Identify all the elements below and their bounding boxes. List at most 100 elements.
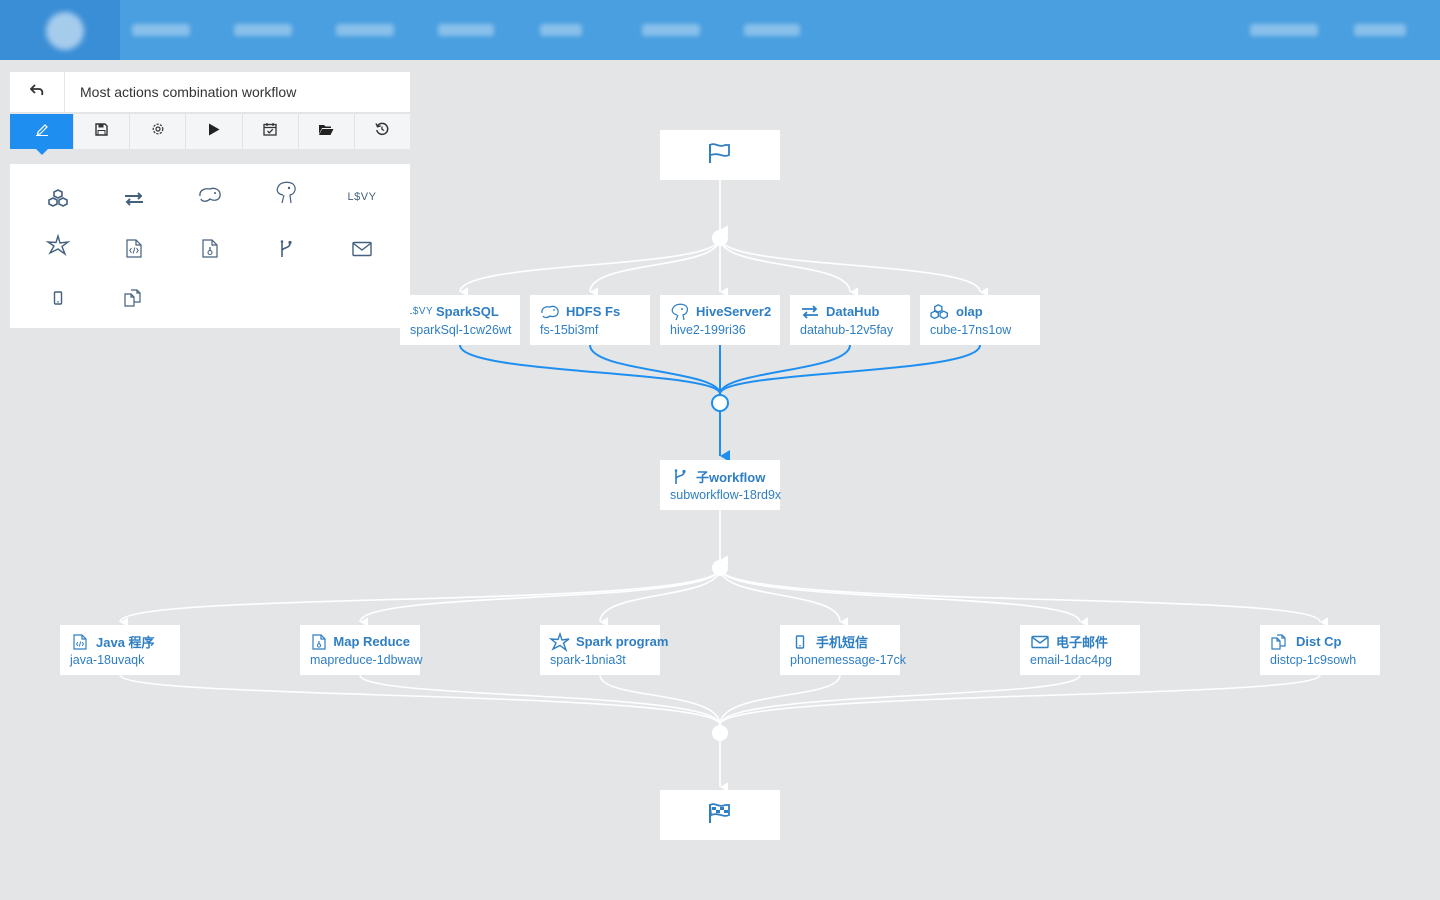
fork-node-2[interactable] <box>712 560 728 576</box>
node-title: HDFS Fs <box>566 304 621 319</box>
join-node-1[interactable] <box>711 394 729 412</box>
palette-item-sparksql[interactable]: L$VY <box>347 182 377 212</box>
palette-item-distcp[interactable] <box>119 285 149 315</box>
nav-item-1[interactable] <box>132 24 190 36</box>
node-id: cube-17ns1ow <box>930 323 1012 337</box>
node-title: Java 程序 <box>96 635 155 650</box>
node-title: 电子邮件 <box>1056 635 1109 650</box>
join-node-2[interactable] <box>712 725 728 741</box>
action-node-subworkflow[interactable]: 子workflow subworkflow-18rd9x <box>660 460 781 510</box>
action-node-java[interactable]: Java 程序 java-18uvaqk <box>60 625 180 675</box>
node-title: Spark program <box>576 634 669 649</box>
node-title: olap <box>956 304 983 319</box>
calendar-check-icon <box>263 122 277 141</box>
pencil-icon <box>35 122 49 141</box>
folder-open-icon <box>318 123 334 141</box>
edge-mapreduce-join2 <box>359 674 721 726</box>
settings-button[interactable] <box>130 114 187 149</box>
action-node-olap[interactable]: olap cube-17ns1ow <box>920 295 1040 345</box>
action-node-spark[interactable]: Spark program spark-1bnia3t <box>540 625 668 675</box>
copy-icon <box>1270 633 1290 650</box>
palette-item-datahub[interactable] <box>119 186 149 216</box>
editor-toolbar <box>10 113 410 155</box>
workflow-header: Most actions combination workflow <box>10 72 410 112</box>
edge-fork2-spark <box>599 567 721 627</box>
save-icon <box>95 122 108 141</box>
palette-item-spark[interactable] <box>43 232 73 262</box>
action-palette: L$VY <box>10 164 410 328</box>
palette-item-subworkflow[interactable] <box>271 236 301 266</box>
action-node-mapreduce[interactable]: Map Reduce mapreduce-1dbwaw <box>300 625 423 675</box>
cubes-icon <box>46 188 70 214</box>
edge-fork1-sparksql <box>459 237 721 297</box>
edge-fork2-java <box>119 567 721 627</box>
node-id: sparkSql-1cw26wt <box>410 323 512 337</box>
palette-item-mapreduce[interactable] <box>195 236 225 266</box>
edit-button[interactable] <box>10 114 74 155</box>
action-node-distcp[interactable]: Dist Cp distcp-1c9sowh <box>1260 625 1380 675</box>
mapreduce-file-icon <box>310 633 327 650</box>
fork-node-1[interactable] <box>712 230 728 246</box>
mapreduce-file-icon <box>202 239 218 263</box>
edge-fork2-sms <box>719 567 849 627</box>
node-id: mapreduce-1dbwaw <box>310 653 423 667</box>
nav-item-4[interactable] <box>438 24 494 36</box>
save-button[interactable] <box>74 114 131 149</box>
palette-item-email[interactable] <box>347 236 377 266</box>
user-menu[interactable] <box>1354 24 1406 36</box>
back-button[interactable] <box>10 72 65 112</box>
palette-item-java[interactable] <box>119 236 149 266</box>
workflow-name[interactable]: Most actions combination workflow <box>80 84 297 100</box>
edge-sms-join2 <box>719 674 841 726</box>
edge-fork2-distcp <box>719 567 1329 627</box>
edge-java-join2 <box>119 674 721 726</box>
node-id: phonemessage-17ck <box>790 653 907 667</box>
nav-item-6[interactable] <box>642 24 700 36</box>
node-id: spark-1bnia3t <box>550 653 626 667</box>
app-logo[interactable] <box>0 0 120 60</box>
palette-item-sms[interactable] <box>43 285 73 315</box>
livy-icon: L$VY <box>347 191 377 203</box>
envelope-icon <box>352 241 372 262</box>
nav-item-5[interactable] <box>540 24 582 36</box>
node-id: java-18uvaqk <box>70 653 145 667</box>
checkered-flag-icon <box>707 802 733 829</box>
java-file-icon <box>70 633 90 650</box>
livy-icon: L$VY <box>406 306 434 317</box>
java-file-icon <box>126 239 142 263</box>
node-id: distcp-1c9sowh <box>1270 653 1357 667</box>
action-node-sms[interactable]: 手机短信 phonemessage-17ck <box>780 625 907 675</box>
subworkflow-branch-icon <box>279 239 293 263</box>
nav-item-7[interactable] <box>744 24 800 36</box>
nav-item-3[interactable] <box>336 24 394 36</box>
run-button[interactable] <box>186 114 243 149</box>
edge-olap-join1 <box>719 344 981 395</box>
action-node-hdfs[interactable]: HDFS Fs fs-15bi3mf <box>530 295 650 345</box>
play-icon <box>208 123 220 141</box>
schedule-button[interactable] <box>243 114 299 149</box>
history-icon <box>375 122 389 141</box>
top-navigation-bar <box>0 0 1440 60</box>
palette-item-olap[interactable] <box>43 186 73 216</box>
undo-arrow-icon <box>29 83 45 102</box>
palette-item-hive[interactable] <box>271 180 301 210</box>
gear-icon <box>151 122 165 141</box>
envelope-icon <box>1030 635 1050 649</box>
edge-email-join2 <box>719 674 1081 726</box>
edge-datahub-join1 <box>719 344 851 395</box>
nav-item-2[interactable] <box>234 24 292 36</box>
action-node-email[interactable]: 电子邮件 email-1dac4pg <box>1020 625 1140 675</box>
history-button[interactable] <box>355 114 410 149</box>
open-button[interactable] <box>299 114 355 149</box>
header-action[interactable] <box>1250 24 1318 36</box>
action-node-hiveserver2[interactable]: HiveServer2 hive2-199ri36 <box>660 295 780 345</box>
hive-icon <box>670 303 690 321</box>
palette-item-hdfs[interactable] <box>195 182 225 212</box>
spark-star-icon <box>45 233 71 260</box>
start-node[interactable] <box>660 130 780 180</box>
action-node-datahub[interactable]: DataHub datahub-12v5fay <box>790 295 910 345</box>
mobile-icon <box>53 290 63 310</box>
end-node[interactable] <box>660 790 780 840</box>
